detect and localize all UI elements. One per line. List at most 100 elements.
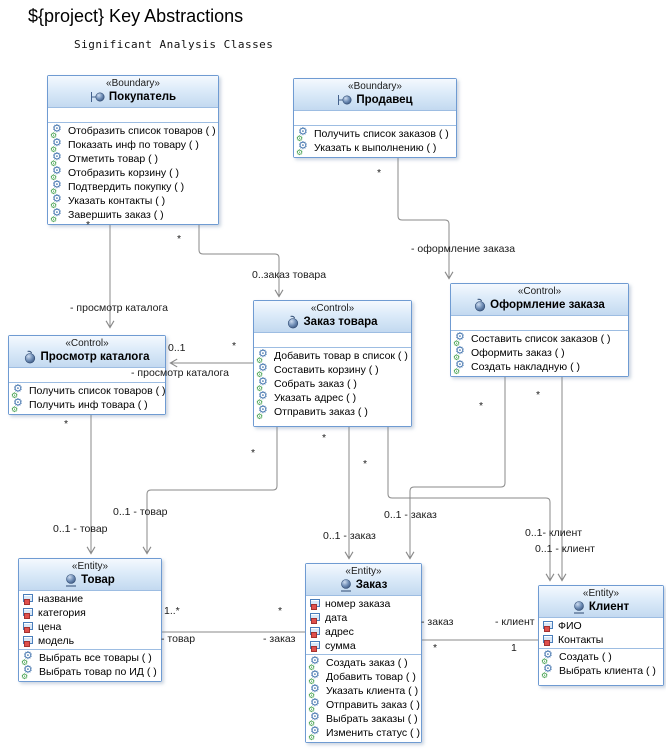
role-label: 0..1 - товар [53,523,108,535]
class-catalog-view[interactable]: «Control» Просмотр каталога Получить спи… [8,335,166,415]
multiplicity-label: * [177,233,182,245]
operation: Выбрать заказы ( ) [306,711,421,728]
role-label: 0..заказ товара [252,269,327,281]
operation: Показать инф по товару ( ) [48,137,218,154]
boundary-icon [90,91,105,103]
operation: Получить список товаров ( ) [9,383,166,400]
attributes-compartment [451,316,628,331]
role-label: - товар [161,633,196,645]
assoc-orderproduct-client[interactable] [387,423,555,582]
multiplicity-label: * [278,605,283,617]
class-header: «Control» Заказ товара [254,301,411,333]
control-icon [474,298,486,312]
attribute-icon [309,598,321,610]
operation-icon [308,655,322,672]
operation-icon [256,362,270,379]
operation: Отобразить список товаров ( ) [48,123,218,140]
class-name: Заказ [355,579,388,591]
operations-compartment: Создать ( ) Выбрать клиента ( ) [539,649,663,685]
class-order[interactable]: «Entity» Заказ номер заказа дата адрес с… [305,563,422,743]
attributes-compartment: ФИО Контакты [539,618,663,649]
class-name: Просмотр каталога [40,351,150,363]
operation-icon [541,649,555,666]
operation-icon [453,345,467,362]
assoc-seller-checkout[interactable] [397,154,454,280]
operation: Отправить заказ ( ) [254,404,411,421]
class-order-product[interactable]: «Control» Заказ товара Добавить товар в … [253,300,412,427]
role-label: - просмотр каталога [131,367,229,379]
operations-compartment: Составить список заказов ( ) Оформить за… [451,331,628,376]
operation-icon [256,404,270,421]
operations-compartment: Отобразить список товаров ( ) Показать и… [48,123,218,224]
operation-icon [256,376,270,393]
diagram-title: ${project} Key Abstractions [28,6,244,26]
multiplicity-label: * [64,418,69,430]
class-checkout[interactable]: «Control» Оформление заказа Составить сп… [450,283,629,377]
operation-icon [11,397,25,414]
operation-icon [308,683,322,700]
role-label: 0..1 - товар [113,506,168,518]
assoc-checkout-order[interactable] [405,373,506,560]
attribute: название [19,592,161,606]
operation-icon [308,697,322,714]
multiplicity-label: * [232,340,237,352]
assoc-orderproduct-product[interactable] [142,423,278,555]
class-client[interactable]: «Entity» Клиент ФИО Контакты Создать ( )… [538,585,664,686]
operation-icon [21,664,35,681]
attribute: цена [19,620,161,634]
operation: Завершить заказ ( ) [48,207,218,224]
operations-compartment: Создать заказ ( ) Добавить товар ( ) Ука… [306,655,421,742]
operation-icon [50,193,64,210]
class-header: «Control» Оформление заказа [451,284,628,316]
stereotype-label: «Control» [65,338,109,349]
attribute: адрес [306,625,421,639]
operation-icon [11,383,25,400]
assoc-buyer-orderproduct[interactable] [198,221,284,298]
operations-compartment: Получить список товаров ( ) Получить инф… [9,383,166,414]
operation-icon [21,650,35,667]
multiplicity-label: * [536,389,541,401]
attribute: дата [306,611,421,625]
class-name: Заказ товара [303,316,378,328]
role-label: - просмотр каталога [70,302,168,314]
role-label: 0..1 - заказ [384,509,437,521]
multiplicity-label: 1 [511,642,517,654]
control-icon [287,315,299,329]
class-name: Покупатель [108,91,177,103]
entity-icon [573,600,585,614]
class-product[interactable]: «Entity» Товар название категория цена м… [18,558,162,682]
attribute-icon [22,621,34,633]
operation: Выбрать все товары ( ) [19,650,161,667]
operation-icon [308,711,322,728]
attribute-icon [309,626,321,638]
attributes-compartment [48,108,218,123]
operation-icon [453,359,467,376]
attribute: модель [19,634,161,648]
class-header: «Boundary» Покупатель [48,76,218,108]
class-buyer[interactable]: «Boundary» Покупатель Отобразить список … [47,75,219,225]
class-seller[interactable]: «Boundary» Продавец Получить список зака… [293,78,457,158]
role-label: - заказ [421,616,454,628]
diagram-subtitle: Significant Analysis Classes [74,38,274,51]
operation-icon [50,179,64,196]
operation-icon [308,725,322,742]
stereotype-label: «Entity» [71,561,109,572]
multiplicity-label: * [433,642,438,654]
stereotype-label: «Entity» [582,588,620,599]
operation: Создать накладную ( ) [451,359,628,376]
attribute: номер заказа [306,597,421,611]
operation: Получить список заказов ( ) [294,126,456,143]
attribute-icon [309,612,321,624]
control-icon [24,350,36,364]
operation: Отобразить корзину ( ) [48,165,218,182]
operation: Составить корзину ( ) [254,362,411,379]
operation-icon [50,137,64,154]
operation: Изменить статус ( ) [306,725,421,742]
operation: Создать заказ ( ) [306,655,421,672]
operation: Собрать заказ ( ) [254,376,411,393]
operation: Добавить товар ( ) [306,669,421,686]
operation: Указать адрес ( ) [254,390,411,407]
multiplicity-label: 1..* [164,605,180,617]
operation-icon [453,331,467,348]
